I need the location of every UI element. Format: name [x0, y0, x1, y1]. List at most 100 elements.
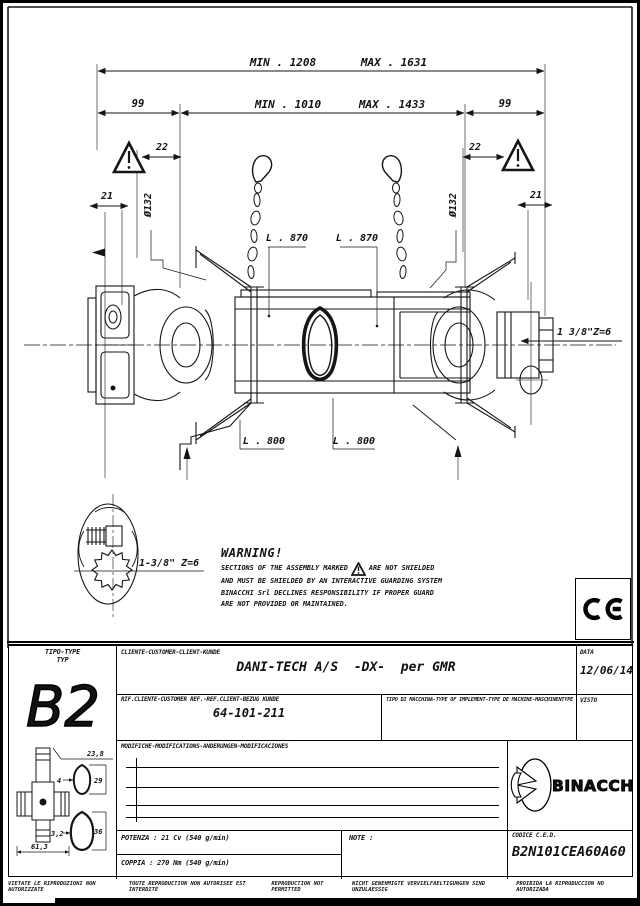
dim-21-left: 21: [100, 191, 113, 202]
power-value: POTENZA : 21 Cv (540 g/min): [121, 834, 230, 842]
warning-line4: ARE NOT PROVIDED OR MAINTAINED.: [221, 600, 348, 608]
clamp-bolt: [86, 525, 123, 547]
warning-title: WARNING!: [221, 546, 283, 560]
warning-line2: AND MUST BE SHIELDED BY AN INTERACTIVE G…: [221, 577, 442, 585]
type-header: TIPO-TYPE TYP: [9, 648, 116, 664]
titleblock-divider: [507, 740, 508, 879]
notice-de: NICHT GENEHMIGTE VERVIELFAELTIGUNGEN SIN…: [351, 881, 486, 893]
ce-icon: [583, 597, 623, 621]
left-chain: [247, 155, 273, 279]
note-cell: NOTE :: [349, 834, 499, 842]
customer-value: DANI-TECH A/S -DX- per GMR: [236, 660, 456, 675]
date-value: 12/06/14: [580, 664, 633, 677]
machine-type-cell: TIPO DI MACCHINA-TYPE OF IMPLEMENT-TYPE …: [386, 697, 574, 703]
dim-99-left: 99: [132, 98, 145, 110]
date-cell: DATA 12/06/14: [580, 649, 633, 677]
tube-leaders: [239, 246, 379, 450]
torque-cell: COPPIA : 270 Nm (540 g/min): [121, 859, 339, 867]
dim-22-right: 22: [468, 142, 481, 153]
label-tube-right: L . 800: [333, 436, 375, 447]
dimension-texts: MIN . 1208 MAX . 1631 MIN . 1010 MAX . 1…: [100, 56, 611, 447]
visto-cell: VISTO: [580, 697, 632, 704]
notice-it: VIETATE LE RIPRODUZIONI NON AUTORIZZATE: [8, 881, 96, 893]
label-guard-right: L . 870: [336, 233, 378, 244]
type-label-2: TYP: [56, 656, 69, 664]
notice-es: PROIBIDA LA RIPRODUCCION NO AUTORIZADA: [516, 881, 604, 893]
date-label: DATA: [580, 649, 594, 656]
visto-label: VISTO: [580, 697, 598, 704]
dim-dia-left: Ø132: [142, 193, 154, 218]
modifications-label: MODIFICHE-MODIFICATIONS-ANDERUNGEN-MODIF…: [121, 743, 289, 750]
label-spline: 1 3/8"Z=6: [557, 327, 611, 338]
customer-ref-cell: RIF.CLIENTE-CUSTOMER REF.-REF.CLIENT-BEZ…: [121, 697, 377, 720]
dim-overall-max: MAX . 1631: [360, 56, 427, 69]
titleblock-divider: [576, 646, 577, 740]
warning-triangle-icon: [350, 562, 366, 576]
dim-cap-width: 23,8: [86, 750, 104, 758]
sheet-frame: [7, 6, 633, 648]
dim-cross-width: 61,3: [31, 843, 48, 851]
customer-ref-value: 64-101-211: [212, 706, 286, 720]
binacchi-logo: BINACCHI: [510, 758, 633, 812]
copyright-notices: VIETATE LE RIPRODUZIONI NON AUTORIZZATE …: [8, 881, 634, 893]
spline-bore: [91, 549, 133, 591]
modification-rule: [136, 758, 137, 822]
right-chain: [381, 155, 407, 279]
note-label: NOTE :: [349, 834, 374, 842]
dim-inner-max: MAX . 1433: [358, 98, 426, 111]
technical-drawing: MIN . 1208 MAX . 1631 MIN . 1010 MAX . 1…: [7, 6, 633, 648]
profile-section-small: [63, 763, 107, 796]
titleblock-divider: [116, 646, 117, 879]
dimension-lines: [89, 67, 622, 345]
guard-tubes: [234, 289, 471, 394]
section-label: 1-3/8" Z=6: [139, 558, 199, 569]
customer-ref-label: RIF.CLIENTE-CUSTOMER REF.-REF.CLIENT-BEZ…: [121, 697, 279, 703]
dim-22-left: 22: [155, 142, 168, 153]
warning-line3: BINACCHI Srl DECLINES RESPONSIBILITY IF …: [221, 588, 434, 597]
code-label: CODICE C.E.D.: [512, 832, 557, 839]
titleblock-divider: [341, 830, 342, 879]
profile-tube-section: [301, 305, 339, 382]
modifications-cell: MODIFICHE-MODIFICATIONS-ANDERUNGEN-MODIF…: [121, 743, 505, 750]
right-universal-joint: [430, 289, 496, 401]
logo-cell: BINACCHI: [507, 740, 634, 830]
modification-rule: [126, 787, 499, 788]
titleblock-divider: [116, 830, 632, 831]
label-guard-left: L . 870: [266, 233, 308, 244]
modification-rule: [126, 767, 499, 768]
warning-line1a: SECTIONS OF THE ASSEMBLY MARKED: [221, 564, 348, 573]
torque-value: COPPIA : 270 Nm (540 g/min): [121, 859, 230, 867]
left-shield-bell: [179, 246, 264, 470]
cross-journal: [16, 747, 70, 843]
shaft-assembly: [87, 246, 554, 470]
diameter-leaders: [150, 230, 457, 289]
titleblock-divider: [116, 740, 632, 741]
code-cell: CODICE C.E.D. B2N101CEA60A60: [512, 832, 632, 860]
warning-triangle-right: [500, 138, 536, 172]
dim-p2-size: 36: [93, 828, 102, 836]
dim-overall-min: MIN . 1208: [249, 56, 317, 69]
type-code: B2: [25, 674, 100, 740]
component-details: 23,8 61,3 4 29 3,2 36: [16, 747, 113, 856]
customer-cell: CLIENTE-CUSTOMER-CLIENT-KUNDE DANI-TECH …: [121, 649, 571, 675]
dim-inner-min: MIN . 1010: [254, 98, 322, 111]
cross-dims: [16, 747, 113, 856]
ce-mark: [575, 578, 631, 640]
titleblock-divider: [116, 694, 632, 695]
scan-edge-bar: [55, 898, 640, 906]
notice-en: REPRODUCTION NOT PERMITTED: [271, 881, 324, 893]
dim-dia-right: Ø132: [447, 193, 459, 218]
warning-note: WARNING! SECTIONS OF THE ASSEMBLY MARKED…: [221, 546, 453, 611]
type-label-1: TIPO-TYPE: [44, 648, 81, 656]
dim-99-right: 99: [499, 98, 512, 110]
extension-lines: [96, 64, 546, 480]
guard-direction-arrows: [92, 248, 462, 459]
right-hub: [496, 311, 554, 395]
left-universal-joint: [133, 288, 214, 402]
type-code-text: B2: [26, 675, 100, 740]
profile-section-large: [63, 810, 107, 852]
label-tube-left: L . 800: [243, 436, 285, 447]
dim-p2-wall: 3,2: [50, 830, 64, 838]
binacchi-logo-text: BINACCHI: [552, 777, 633, 795]
